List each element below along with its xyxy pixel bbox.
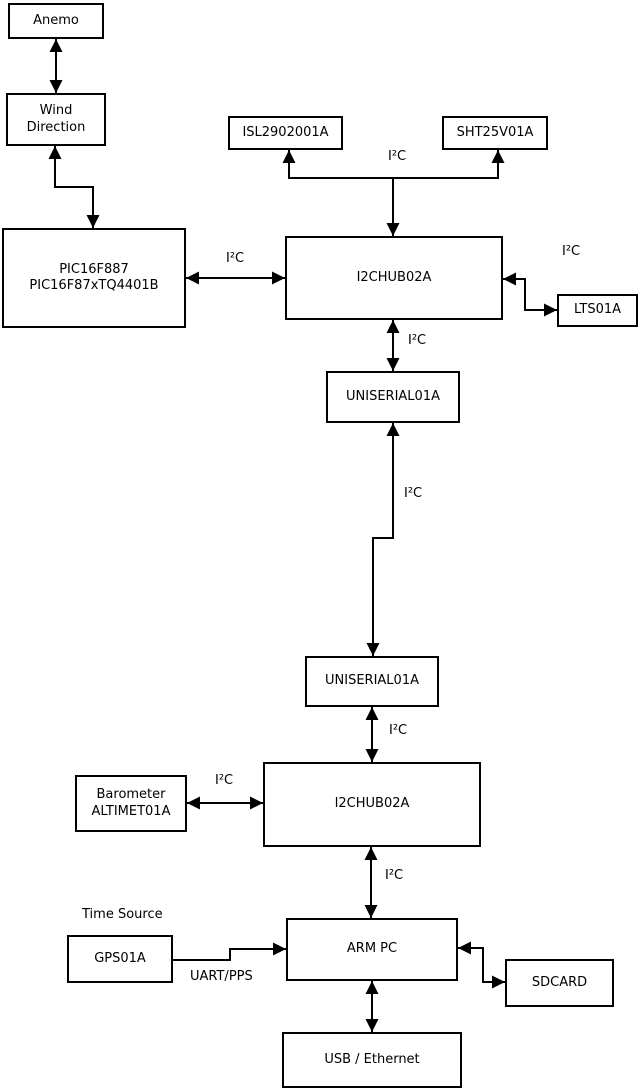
node-gps01a: GPS01A	[67, 935, 173, 983]
label-i2c-uniserial2-hub2: I²C	[389, 723, 408, 739]
node-gps01a-label: GPS01A	[94, 950, 146, 966]
node-arm-pc: ARM PC	[286, 918, 458, 981]
edge-hub1-lts	[503, 272, 557, 317]
edge-uniserial1-uniserial2	[366, 423, 400, 656]
label-i2c-hub1-uniserial1: I²C	[408, 333, 427, 349]
label-i2c-barometer-hub2: I²C	[215, 773, 234, 789]
node-sht25v01a-label: SHT25V01A	[456, 124, 534, 140]
node-uniserial01a-2: UNISERIAL01A	[305, 656, 439, 707]
node-lts01a: LTS01A	[557, 294, 638, 327]
node-barometer-altimet01a-label: Barometer ALTIMET01A	[91, 787, 171, 819]
node-usb-ethernet: USB / Ethernet	[282, 1032, 462, 1088]
node-arm-pc-label: ARM PC	[346, 941, 398, 957]
label-time-source: Time Source	[82, 907, 163, 923]
node-i2chub02a-2-label: I2CHUB02A	[334, 796, 410, 812]
edge-wind-pic	[48, 146, 100, 228]
node-i2chub02a-2: I2CHUB02A	[263, 762, 481, 847]
node-pic16f887: PIC16F887 PIC16F87xTQ4401B	[2, 228, 186, 328]
node-lts01a-label: LTS01A	[573, 302, 622, 318]
edge-armpc-sdcard	[458, 941, 505, 989]
node-wind-direction-label: Wind Direction	[26, 103, 86, 135]
label-uart-pps: UART/PPS	[190, 969, 253, 985]
node-i2chub02a-1: I2CHUB02A	[285, 236, 503, 320]
label-i2c-bus-top: I²C	[388, 149, 407, 165]
label-i2c-uniserial-link: I²C	[404, 486, 423, 502]
label-i2c-hub1-lts: I²C	[562, 244, 581, 260]
node-uniserial01a-2-label: UNISERIAL01A	[325, 673, 419, 689]
node-barometer-altimet01a: Barometer ALTIMET01A	[75, 775, 187, 832]
label-i2c-hub2-armpc: I²C	[385, 868, 404, 884]
node-wind-direction: Wind Direction	[6, 93, 106, 146]
node-sdcard: SDCARD	[505, 959, 614, 1007]
node-sdcard-label: SDCARD	[531, 974, 588, 990]
node-isl2902001a: ISL2902001A	[228, 116, 343, 150]
node-anemo: Anemo	[8, 3, 104, 39]
edge-gps-armpc	[173, 942, 286, 961]
node-usb-ethernet-label: USB / Ethernet	[324, 1051, 420, 1067]
node-uniserial01a-1: UNISERIAL01A	[326, 371, 460, 423]
node-sht25v01a: SHT25V01A	[442, 116, 548, 150]
label-i2c-pic-hub1: I²C	[226, 251, 245, 267]
node-anemo-label: Anemo	[33, 12, 79, 28]
node-i2chub02a-1-label: I2CHUB02A	[356, 269, 432, 285]
node-pic16f887-label: PIC16F887 PIC16F87xTQ4401B	[29, 261, 159, 293]
node-isl2902001a-label: ISL2902001A	[242, 124, 329, 140]
node-uniserial01a-1-label: UNISERIAL01A	[346, 388, 440, 404]
